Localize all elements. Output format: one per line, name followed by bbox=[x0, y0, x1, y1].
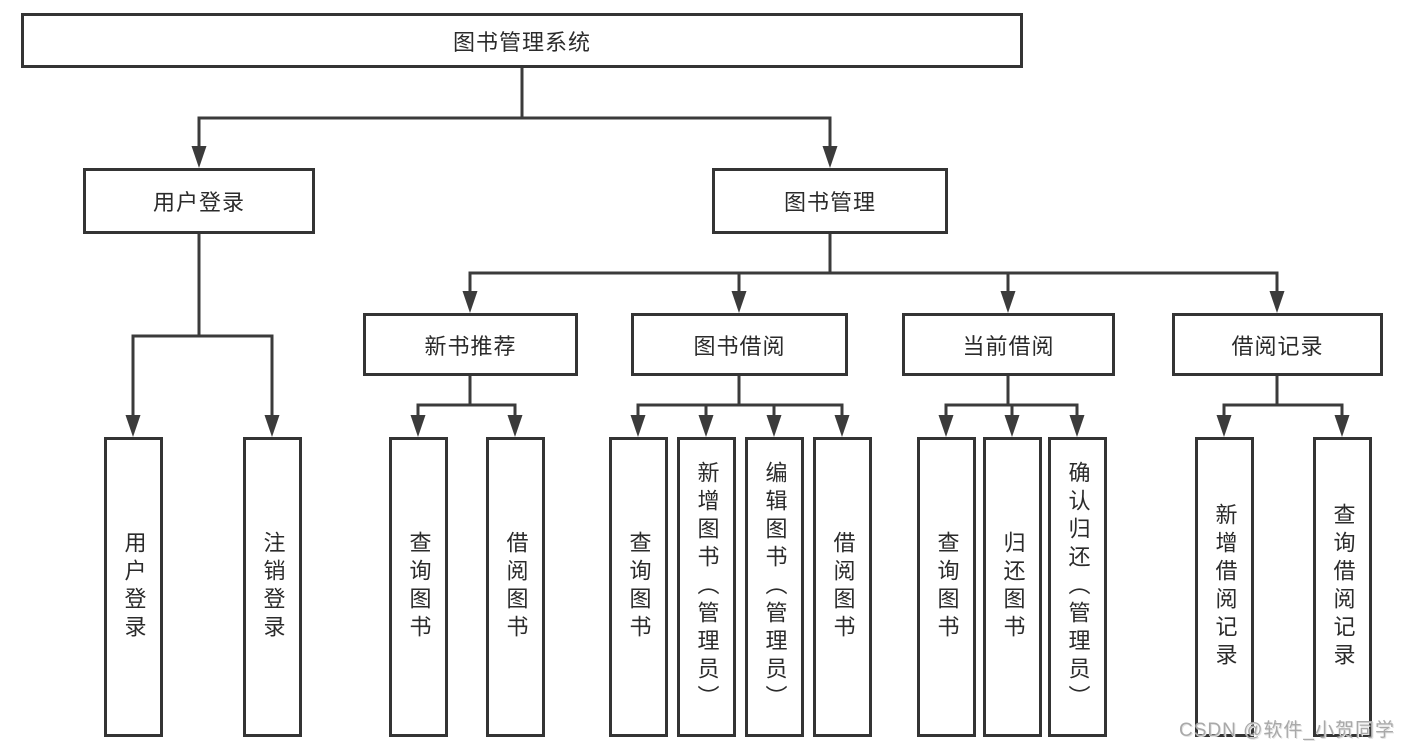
leaf-user-login: 用户登录 bbox=[104, 437, 163, 737]
csdn-watermark: CSDN @软件_小贺同学 bbox=[1179, 720, 1395, 741]
node-new-book-recommend: 新书推荐 bbox=[363, 313, 578, 376]
leaf-query-books-current: 查询图书 bbox=[917, 437, 976, 737]
leaf-confirm-return-admin: 确认归还（管理员） bbox=[1048, 437, 1107, 737]
node-book-borrow: 图书借阅 bbox=[631, 313, 848, 376]
node-root-system: 图书管理系统 bbox=[21, 13, 1023, 68]
leaf-borrow-books: 借阅图书 bbox=[813, 437, 872, 737]
leaf-query-books-recommend: 查询图书 bbox=[389, 437, 448, 737]
leaf-add-borrow-record: 新增借阅记录 bbox=[1195, 437, 1254, 737]
node-user-login: 用户登录 bbox=[83, 168, 315, 234]
node-current-borrow: 当前借阅 bbox=[902, 313, 1115, 376]
leaf-edit-books-admin: 编辑图书（管理员） bbox=[745, 437, 804, 737]
leaf-return-books: 归还图书 bbox=[983, 437, 1042, 737]
leaf-query-books-borrow: 查询图书 bbox=[609, 437, 668, 737]
leaf-logout: 注销登录 bbox=[243, 437, 302, 737]
leaf-query-borrow-record: 查询借阅记录 bbox=[1313, 437, 1372, 737]
node-book-management: 图书管理 bbox=[712, 168, 948, 234]
node-borrow-records: 借阅记录 bbox=[1172, 313, 1383, 376]
leaf-add-books-admin: 新增图书（管理员） bbox=[677, 437, 736, 737]
leaf-borrow-books-recommend: 借阅图书 bbox=[486, 437, 545, 737]
